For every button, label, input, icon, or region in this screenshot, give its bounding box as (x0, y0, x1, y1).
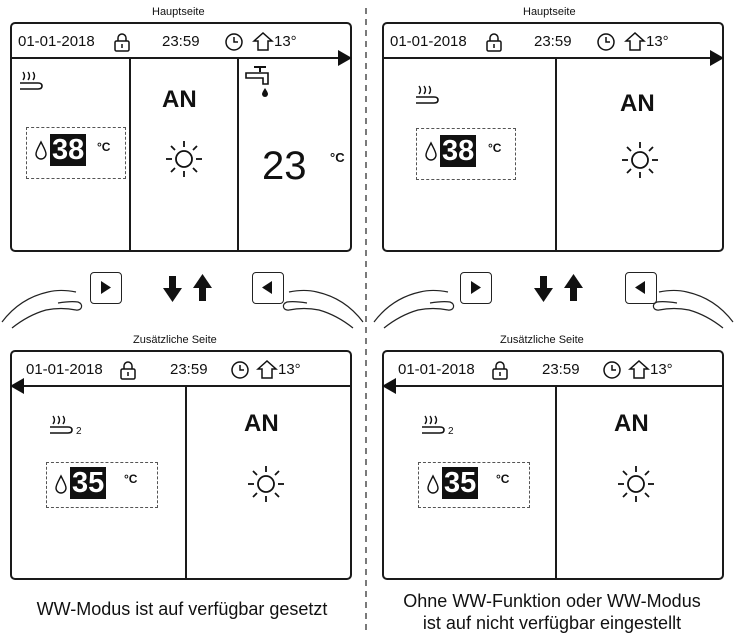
date-label: 01-01-2018 (390, 33, 467, 50)
zone-index: 2 (76, 426, 82, 437)
play-right-icon (461, 273, 490, 302)
header-divider (24, 385, 352, 387)
heating-icon (18, 68, 44, 94)
temp-unit: °C (496, 472, 509, 486)
next-page-button[interactable] (460, 272, 492, 304)
date-label: 01-01-2018 (398, 361, 475, 378)
sun-icon (620, 140, 660, 180)
main-temp-value[interactable]: 38 (440, 135, 476, 167)
home-icon (624, 30, 646, 52)
screen-extra-right: 01-01-2018 23:59 13° 2 35 °C AN (382, 350, 724, 580)
panel-divider (555, 59, 557, 250)
previous-page-button[interactable] (625, 272, 657, 304)
time-label: 23:59 (170, 361, 208, 378)
arrow-right-icon (710, 50, 724, 66)
clock-icon (230, 360, 250, 380)
zone-index: 2 (448, 426, 454, 437)
on-label: AN (162, 86, 197, 114)
arrow-up-icon (564, 274, 583, 301)
date-label: 01-01-2018 (26, 361, 103, 378)
heating-icon (420, 412, 446, 438)
date-label: 01-01-2018 (18, 33, 95, 50)
arrow-left-icon (382, 378, 396, 394)
outdoor-temp-label: 13° (278, 361, 301, 378)
lock-icon (490, 360, 510, 380)
extra-temp-value[interactable]: 35 (442, 467, 478, 499)
previous-page-button[interactable] (252, 272, 284, 304)
heating-icon (48, 412, 74, 438)
lock-icon (484, 32, 504, 52)
temp-unit: °C (330, 150, 345, 165)
droplet-icon (54, 474, 68, 496)
footer-left-caption: WW-Modus ist auf verfügbar gesetzt (2, 598, 362, 620)
clock-icon (596, 32, 616, 52)
play-left-icon (626, 273, 655, 302)
arrow-right-icon (338, 50, 352, 66)
panel-divider (555, 387, 557, 578)
home-icon (252, 30, 274, 52)
temp-unit: °C (488, 141, 501, 155)
clock-icon (602, 360, 622, 380)
arrow-up-icon (193, 274, 212, 301)
temp-unit: °C (97, 140, 110, 154)
on-label: AN (614, 410, 649, 438)
sun-icon (246, 464, 286, 504)
header-divider (396, 385, 724, 387)
hand-icon (2, 291, 82, 329)
panel-divider (185, 387, 187, 578)
play-left-icon (253, 273, 282, 302)
arrow-left-icon (10, 378, 24, 394)
time-label: 23:59 (534, 33, 572, 50)
home-icon (628, 358, 650, 380)
arrow-down-icon (534, 276, 553, 302)
footer-right-caption-line2: ist auf nicht verfügbar eingestellt (372, 612, 732, 634)
header-divider (12, 57, 338, 59)
screen-main-left: 01-01-2018 23:59 13° 38 °C AN 23 °C (10, 22, 352, 252)
on-label: AN (620, 90, 655, 118)
heating-icon (414, 82, 440, 108)
home-icon (256, 358, 278, 380)
next-page-button[interactable] (90, 272, 122, 304)
footer-right-caption-line1: Ohne WW-Funktion oder WW-Modus (372, 590, 732, 612)
panel-divider (237, 59, 239, 250)
tap-icon (244, 64, 276, 100)
play-right-icon (91, 273, 120, 302)
caption-main-right: Hauptseite (523, 6, 576, 18)
caption-extra-left: Zusätzliche Seite (133, 334, 217, 346)
hand-icon (283, 291, 363, 329)
lock-icon (112, 32, 132, 52)
clock-icon (224, 32, 244, 52)
header-divider (384, 57, 710, 59)
caption-extra-right: Zusätzliche Seite (500, 334, 584, 346)
caption-main-left: Hauptseite (152, 6, 205, 18)
sun-icon (616, 464, 656, 504)
panel-divider (129, 59, 131, 250)
dhw-temp-value[interactable]: 23 (262, 144, 307, 189)
hand-icon (374, 291, 454, 329)
outdoor-temp-label: 13° (274, 33, 297, 50)
screen-extra-left: 01-01-2018 23:59 13° 2 35 °C AN (10, 350, 352, 580)
on-label: AN (244, 410, 279, 438)
hand-icon (653, 291, 733, 329)
outdoor-temp-label: 13° (646, 33, 669, 50)
droplet-icon (424, 141, 438, 163)
extra-temp-value[interactable]: 35 (70, 467, 106, 499)
screen-main-right: 01-01-2018 23:59 13° 38 °C AN (382, 22, 724, 252)
temp-unit: °C (124, 472, 137, 486)
main-temp-value[interactable]: 38 (50, 134, 86, 166)
time-label: 23:59 (162, 33, 200, 50)
outdoor-temp-label: 13° (650, 361, 673, 378)
sun-icon (164, 139, 204, 179)
droplet-icon (426, 474, 440, 496)
arrow-down-icon (163, 276, 182, 302)
lock-icon (118, 360, 138, 380)
droplet-icon (34, 140, 48, 162)
time-label: 23:59 (542, 361, 580, 378)
